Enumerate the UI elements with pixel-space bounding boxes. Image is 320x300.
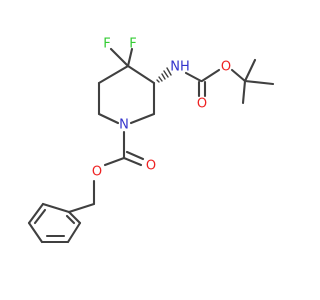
bond-c4-f1	[109, 47, 130, 68]
bond-c5-c4	[97, 64, 130, 85]
bond-layer	[27, 47, 275, 244]
bond-ch2-phenyl	[67, 202, 96, 214]
bond-n1-c6	[97, 112, 120, 125]
bond-nh-c-carbamate	[184, 71, 203, 83]
bond-o-tbu	[230, 68, 247, 83]
bond-tbu-ch3-right	[243, 79, 275, 86]
bond-ph3-ph4	[27, 221, 44, 244]
bond-c4-f2	[126, 47, 134, 68]
bond-cbz-co-b	[125, 150, 145, 161]
bond-c2-n1	[129, 112, 156, 125]
bond-ph6-ph1	[67, 210, 82, 225]
atom-f1: F	[103, 37, 110, 52]
atom-o-carbonyl-cbz: O	[146, 159, 156, 174]
bond-cbz-co-a	[122, 156, 143, 167]
stereo-hash-bond	[156, 67, 172, 83]
bond-ph-inner-3	[65, 214, 76, 225]
atom-n-ring: N	[119, 118, 129, 133]
bond-ph5-ph6	[66, 221, 82, 244]
molecule-structure: F F NH N O O O O	[27, 37, 275, 244]
bond-c4-c3	[126, 64, 156, 85]
atom-o-carbonyl-boc: O	[197, 97, 207, 112]
atom-label-layer: F F NH N O O O O	[92, 37, 231, 180]
molecule-canvas: F F NH N O O O O	[27, 36, 275, 244]
bond-tbu-ch3-bottom	[241, 79, 247, 105]
atom-n-amide: NH	[170, 60, 190, 75]
atom-f2: F	[129, 37, 136, 52]
bond-cbz-c-o-ether	[103, 156, 126, 167]
bond-carbamate-c-o-ether	[200, 68, 221, 83]
bond-ph2-ph3	[27, 202, 45, 225]
bond-tbu-ch3-top	[243, 58, 257, 83]
atom-o-ether-cbz: O	[92, 165, 102, 180]
atom-o-ether-boc: O	[221, 60, 231, 75]
bond-ph1-ph2	[41, 202, 71, 214]
bond-ph-inner-1	[33, 208, 47, 225]
